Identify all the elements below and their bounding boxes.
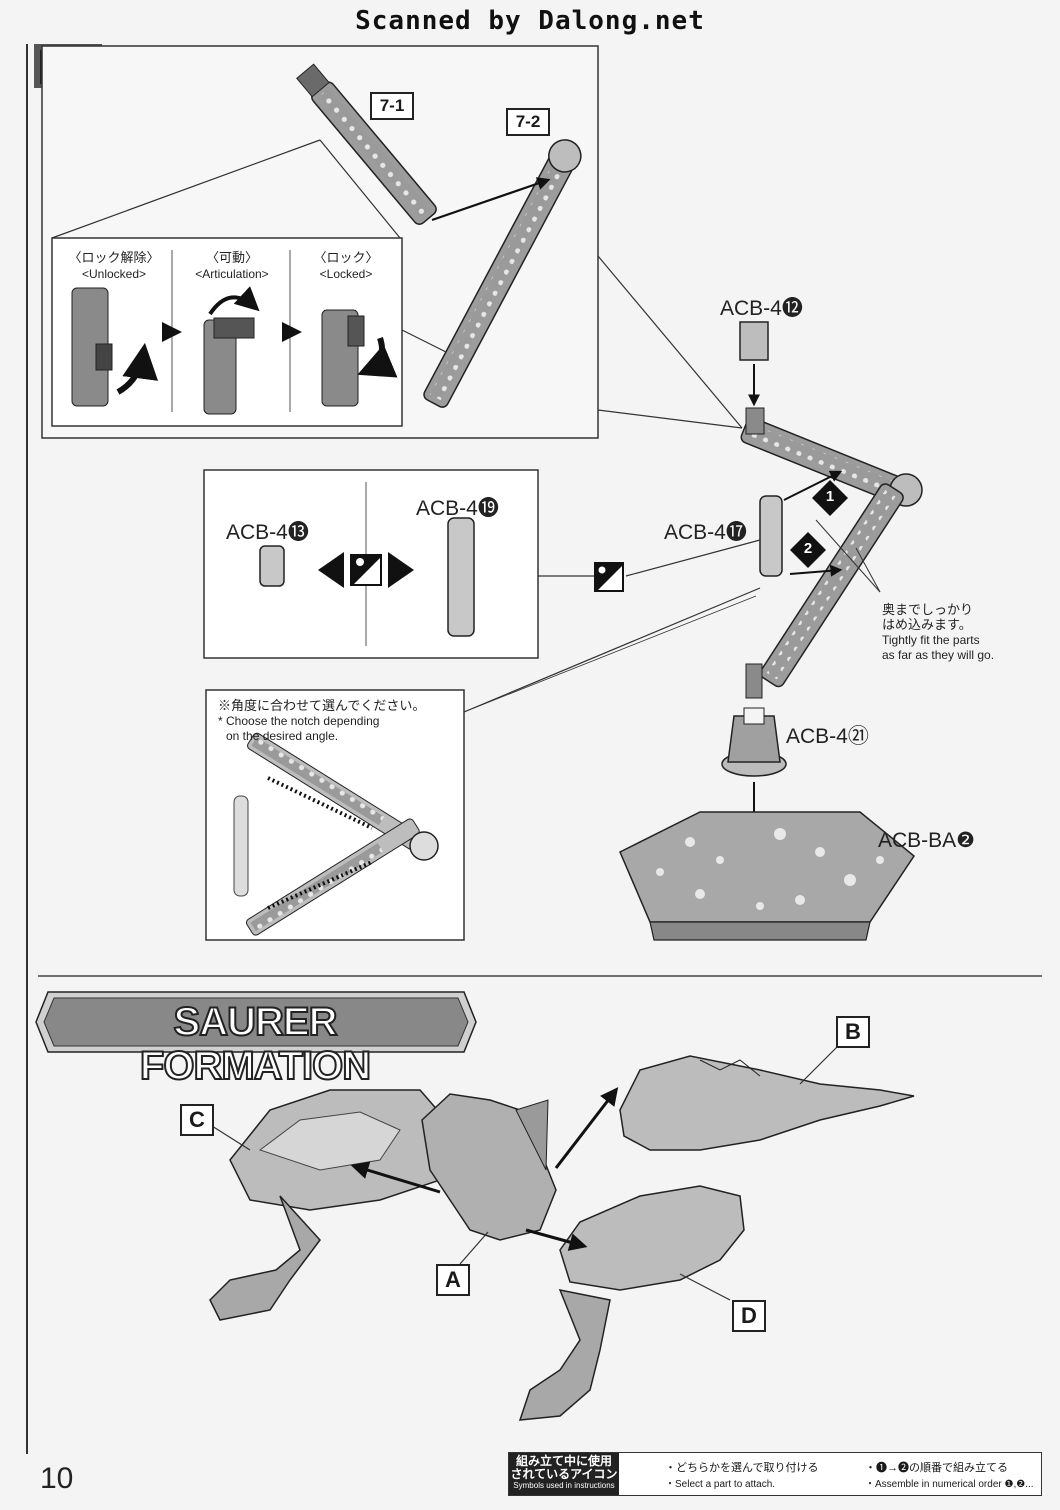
saurer-formation-title-plate [35,991,477,1053]
order-marker-2-text: 2 [803,540,813,557]
arm-part-7-2 [423,139,582,408]
part-acb4-19 [447,517,475,637]
legend-title-box: 組み立て中に使用 されているアイコン Symbols used in instr… [509,1453,619,1495]
fit-note-jp2: はめ込みます。 [882,617,972,632]
stand-upper-arm [740,417,906,504]
fit-note-jp1: 奥までしっかり [882,602,974,617]
angle-note-jp: ※角度に合わせて選んでください。 [218,698,426,713]
articulation-jp: 〈可動〉 [205,250,258,265]
part-acb4-13 [259,545,285,587]
part-acb4-21 [721,707,787,777]
ref-7-1: 7-1 [370,92,414,120]
legend-title-en: Symbols used in instructions [513,1481,615,1490]
legend-order-jp: ・❶→❷の順番で組み立てる [865,1462,1008,1474]
unlocked-jp: 〈ロック解除〉 [68,250,160,265]
arrow-a-to-c [350,1161,441,1194]
articulation-en: <Articulation> [195,267,269,281]
select-icon-small [594,562,624,592]
page-number: 10 [40,1462,74,1495]
formation-part-d [518,1185,745,1421]
ref-7-2: 7-2 [506,108,550,136]
legend-select-jp: ・どちらかを選んで取り付ける [665,1462,819,1474]
unlocked-en: <Unlocked> [81,267,147,281]
legend-title-jp1: 組み立て中に使用 [515,1454,612,1468]
formation-label-a: A [436,1264,470,1296]
label-acb4-19: ACB-4⓳ [416,497,499,520]
formation-part-b [619,1055,915,1151]
legend-select-en: ・Select a part to attach. [665,1479,776,1490]
lock-articulation-sketch [203,286,260,415]
locked-en: <Locked> [319,267,373,281]
label-acb4-17: ACB-4⓱ [664,521,747,544]
label-acb4-12: ACB-4⓬ [720,297,803,320]
legend-order-en: ・Assemble in numerical order ❶,❷... [865,1479,1034,1490]
lock-locked-sketch [321,309,398,407]
angle-note-en2: on the desired angle. [226,729,339,743]
label-acb4-13: ACB-4⓭ [226,521,309,544]
order-marker-1 [812,480,848,516]
formation-label-b: B [836,1016,870,1048]
stand-lower-arm [759,483,904,688]
fit-note-en2: as far as they will go. [882,648,995,662]
scan-watermark: Scanned by Dalong.net [355,6,705,36]
legend-title-jp2: されているアイコン [510,1467,618,1481]
order-marker-1-text: 1 [825,488,835,505]
formation-label-d: D [732,1300,766,1332]
formation-part-c [209,1089,447,1321]
formation-label-c: C [180,1104,214,1136]
order-marker-2 [790,532,826,568]
arrow-a-to-d [525,1228,588,1251]
attach-arrow-7-1-to-7-2 [431,177,551,222]
either-or-arrow [318,552,414,588]
part-acb4-17 [759,495,783,577]
lock-unlocked-sketch [71,287,159,407]
label-acb-ba2: ACB-BA❷ [878,829,976,852]
icon-legend: 組み立て中に使用 されているアイコン Symbols used in instr… [508,1452,1042,1496]
part-acb4-12 [739,321,769,361]
arrow-a-to-b [554,1087,619,1169]
locked-jp: 〈ロック〉 [313,250,379,265]
angle-notch-box [205,689,465,941]
label-acb4-21: ACB-4㉑ [786,725,869,748]
fit-note-en1: Tightly fit the parts [882,633,980,647]
notch-diagram [233,732,439,936]
page-frame [26,44,1044,1454]
part-acb-ba2-base [619,811,916,941]
angle-note-en1: * Choose the notch depending [218,714,380,728]
arm-part-7-1 [296,63,437,225]
formation-part-a [421,1093,557,1241]
section-title: SAURER FORMATION [139,999,372,1089]
